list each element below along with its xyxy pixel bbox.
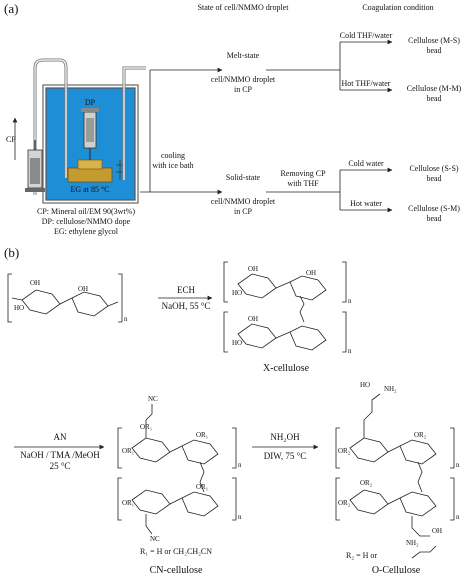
bead-ss-2: bead (426, 174, 442, 183)
header-state: State of cell/NMMO droplet (197, 3, 289, 12)
cn-or1-2: OR₁ (196, 431, 209, 439)
ech-label: ECH (177, 285, 195, 295)
cn-cellulose-structure (117, 404, 237, 535)
legend-eg: EG: ethylene glycol (54, 227, 118, 236)
header-coagulation: Coagulation condition (362, 3, 434, 12)
solid-state-2: cell/NMMO droplet (210, 197, 276, 206)
cellulose-oh-1: OH (30, 279, 41, 287)
x-cellulose-label: X-cellulose (262, 363, 310, 374)
dope-container (67, 167, 113, 183)
cellulose-n: n (124, 315, 128, 323)
o-or2-1: OR₂ (414, 431, 427, 439)
cold-thf-label: Cold THF/water (339, 31, 393, 40)
xcell-oh-3: OH (248, 315, 259, 323)
o-nh2-2: NH₂ (406, 539, 419, 547)
eg-label: EG at 85 °C (70, 185, 110, 194)
legend-cp: CP: Mineral oil/EM 90(3wt%) (37, 207, 135, 216)
bead-ms-1: Cellulose (M-S) (408, 36, 460, 45)
o-nh2-1: NH₂ (384, 385, 397, 393)
dp-label: DP (84, 98, 96, 107)
cellulose-structure (7, 273, 123, 323)
bead-ms-2: bead (426, 46, 442, 55)
cn-or1-3: OR₁ (122, 447, 135, 455)
cooling-label-2: with ice bath (152, 161, 194, 170)
hot-water-label: Hot water (350, 199, 382, 208)
melt-state-1: Melt-state (226, 51, 260, 60)
o-cellulose-label: O-Cellulose (371, 565, 421, 576)
o-or2-4: OR₂ (338, 499, 351, 507)
an-label: AN (53, 432, 67, 442)
solid-state-1: Solid-state (225, 173, 261, 182)
xcell-oh-1: OH (248, 265, 259, 273)
bead-mm-1: Cellulose (M-M) (406, 84, 462, 93)
o-n-1: n (456, 461, 460, 469)
cn-nc-2: NC (150, 535, 160, 543)
cellulose-ho: HO (14, 304, 25, 312)
an-conditions-2: 25 °C (49, 461, 71, 471)
o-oh-1: OH (432, 527, 443, 535)
xcell-n-2: n (348, 347, 352, 355)
nh2oh-label: NH₂OH (270, 432, 300, 442)
cp-label: CP (6, 135, 16, 144)
o-or2-2: OR₂ (338, 447, 351, 455)
nh2oh-conditions: DIW, 75 °C (263, 451, 307, 461)
cn-or1-1: OR₁ (140, 423, 153, 431)
o-ho-1: HO (360, 381, 371, 389)
cn-nc-1: NC (148, 395, 158, 403)
hot-thf-label: Hot THF/water (341, 79, 391, 88)
r1-definition: R₁ = H or CH₂CH₂CN (140, 547, 212, 556)
xcell-n-1: n (348, 297, 352, 305)
r2-definition: R₂ = H or (346, 551, 378, 560)
legend-dp: DP: cellulose/NMMO dope (41, 217, 131, 226)
cn-cellulose-label: CN-cellulose (149, 565, 203, 576)
o-cellulose-structure (335, 393, 455, 559)
cn-n-2: n (238, 513, 242, 521)
process-arrows (140, 39, 393, 213)
bead-sm-2: bead (426, 214, 442, 223)
o-or2-3: OR₂ (360, 479, 373, 487)
panel-a-label: (a) (4, 1, 19, 16)
cold-water-label: Cold water (348, 159, 384, 168)
xcell-oh-2: OH (306, 269, 317, 277)
x-cellulose-structure (223, 261, 347, 353)
bead-mm-2: bead (426, 94, 442, 103)
removing-cp-1: Removing CP (280, 169, 326, 178)
cn-or1-4: OR₁ (196, 483, 209, 491)
cooling-label-1: cooling (161, 151, 185, 160)
cn-n-1: n (238, 461, 242, 469)
cellulose-oh-2: OH (78, 285, 89, 293)
removing-cp-2: with THF (287, 179, 319, 188)
o-n-2: n (456, 513, 460, 521)
bead-ss-1: Cellulose (S-S) (409, 164, 459, 173)
apparatus (12, 58, 146, 204)
melt-state-3: in CP (233, 85, 253, 94)
xcell-ho-2: HO (232, 339, 243, 347)
bead-sm-1: Cellulose (S-M) (408, 204, 460, 213)
panel-b-label: (b) (4, 245, 20, 260)
cn-or1-5: OR₁ (122, 499, 135, 507)
ech-conditions: NaOH, 55 °C (161, 301, 211, 311)
melt-state-2: cell/NMMO droplet (210, 75, 276, 84)
xcell-ho-1: HO (232, 289, 243, 297)
solid-state-3: in CP (233, 207, 253, 216)
an-conditions-1: NaOH / TMA /MeOH (20, 450, 100, 460)
